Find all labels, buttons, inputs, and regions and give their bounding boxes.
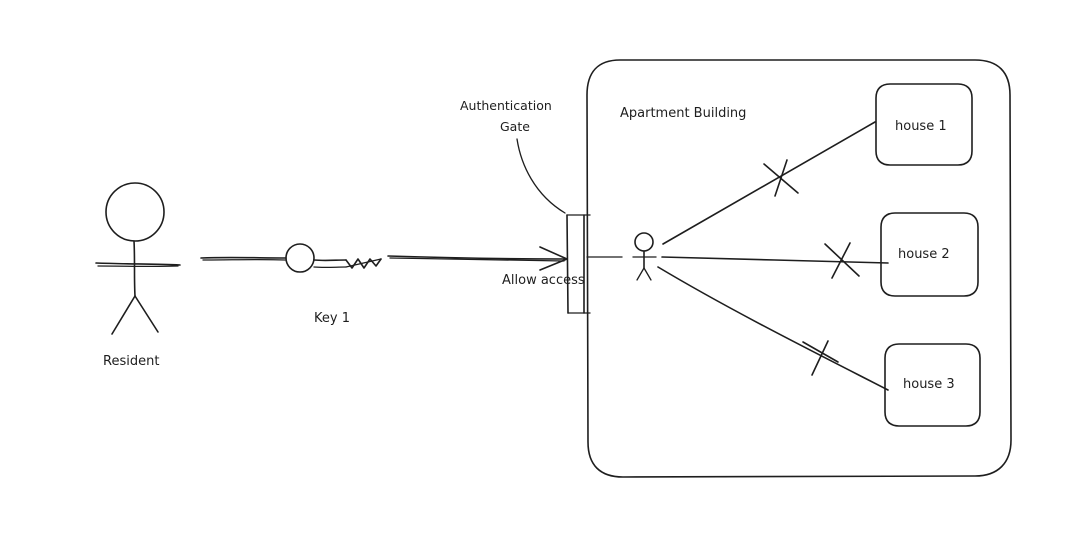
resident-head xyxy=(105,182,165,242)
house-1: house 1 xyxy=(875,83,973,166)
house-3: house 3 xyxy=(884,343,981,427)
x-mark-house2 xyxy=(824,242,860,279)
apartment-building xyxy=(586,58,1012,478)
gate-bar xyxy=(566,214,585,314)
resident-actor xyxy=(95,182,181,335)
resident-left-leg xyxy=(111,295,136,335)
building-label: Apartment Building xyxy=(620,106,746,121)
x-mark-house1 xyxy=(763,159,799,197)
gate-label-leader xyxy=(516,138,566,214)
key-label: Key 1 xyxy=(314,311,350,326)
edge-key-gate xyxy=(387,255,566,260)
key-bow xyxy=(285,243,315,273)
inner-actor-legs xyxy=(636,267,652,281)
house-3-box xyxy=(884,343,981,427)
resident-arms xyxy=(95,262,181,266)
key-end xyxy=(345,258,382,268)
resident-body xyxy=(133,240,136,297)
gate-label-line2: Gate xyxy=(500,119,530,134)
key-teeth xyxy=(345,258,382,269)
gate-label-line1: Authentication xyxy=(460,98,552,113)
house-1-label: house 1 xyxy=(895,119,947,134)
edge-allow-label: Allow access xyxy=(502,273,585,288)
house-1-box xyxy=(875,83,973,166)
edge-inner-house1 xyxy=(662,121,876,245)
inner-actor-head xyxy=(634,232,654,252)
key-icon xyxy=(285,243,382,273)
x-mark-house3 xyxy=(802,340,839,376)
house-3-label: house 3 xyxy=(903,377,955,392)
house-2-label: house 2 xyxy=(898,247,950,262)
authentication-gate xyxy=(566,214,591,314)
edge-inner-house2 xyxy=(661,256,889,264)
resident-label: Resident xyxy=(103,354,159,369)
edge-key-gate-stroke2 xyxy=(389,257,565,262)
edge-inner-house3 xyxy=(657,266,889,391)
house-2-box xyxy=(880,212,979,297)
house-2: house 2 xyxy=(880,212,979,297)
inner-actor xyxy=(632,232,657,281)
resident-right-leg xyxy=(134,295,159,333)
